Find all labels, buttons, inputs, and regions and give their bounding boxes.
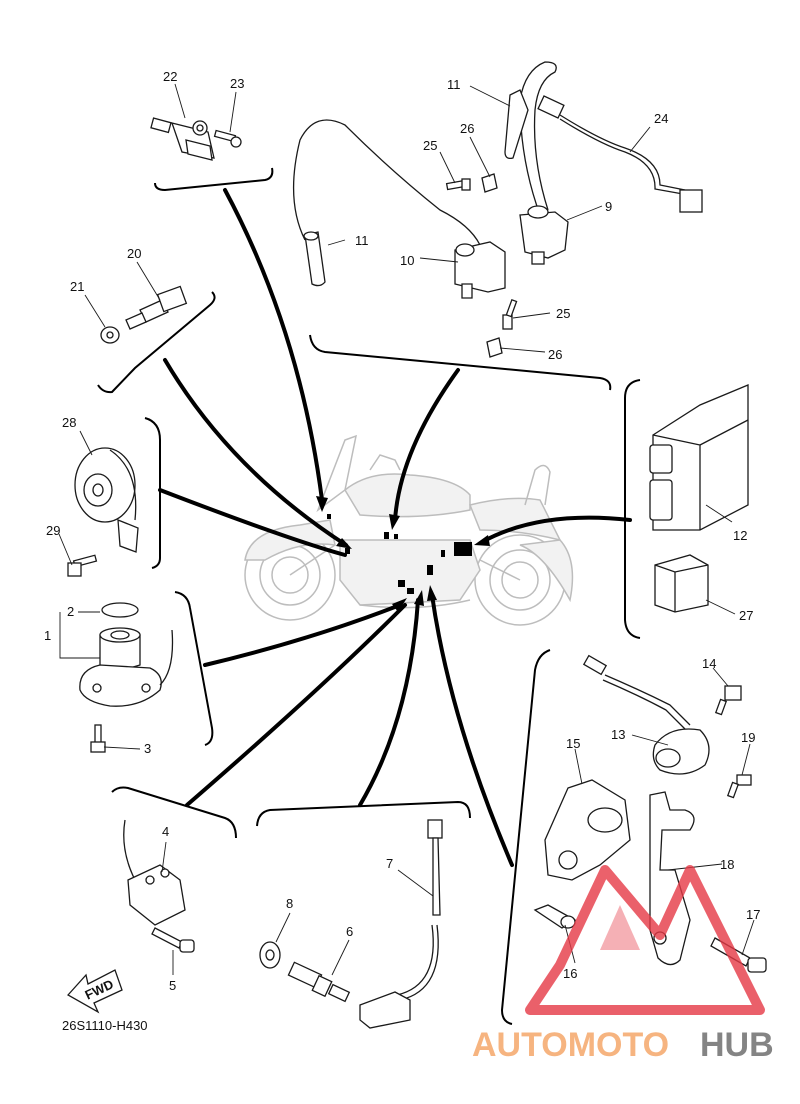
automotohub-watermark-logo: AUTOMOTO HUB — [472, 865, 774, 1064]
part-21-washer — [100, 326, 120, 344]
callout-19: 19 — [741, 730, 755, 745]
callout-16: 16 — [563, 966, 577, 981]
callout-13: 13 — [611, 727, 625, 742]
callout-26-upper: 26 — [460, 121, 474, 136]
callout-10: 10 — [400, 253, 414, 268]
callout-6: 6 — [346, 924, 353, 939]
part-27-relay — [654, 554, 709, 613]
callout-11-left: 11 — [355, 233, 369, 248]
callout-25-upper: 25 — [423, 138, 437, 153]
callout-29: 29 — [46, 523, 60, 538]
part-25-bolt-lower — [502, 298, 518, 330]
callout-2: 2 — [67, 604, 74, 619]
watermark-word-hub: HUB — [700, 1026, 774, 1064]
callout-7: 7 — [386, 856, 393, 871]
part-12-ecu — [649, 384, 749, 531]
callout-20: 20 — [127, 246, 141, 261]
callout-21: 21 — [70, 279, 84, 294]
part-8-washer — [259, 941, 281, 969]
part-15-bracket — [544, 779, 631, 881]
part-23-bolt — [213, 129, 242, 148]
callout-1: 1 — [44, 628, 51, 643]
part-26-nut-upper — [481, 173, 498, 193]
part-24-wire-harness — [537, 95, 703, 213]
callout-28: 28 — [62, 415, 76, 430]
callout-23: 23 — [230, 76, 244, 91]
part-5-bolt — [151, 927, 195, 953]
callout-5: 5 — [169, 978, 176, 993]
part-28-horn — [74, 447, 139, 553]
part-20-sensor — [125, 285, 188, 330]
callout-numbers: 22 23 20 21 28 29 2 1 3 4 5 8 6 7 11 25 … — [44, 69, 760, 993]
part-13-sensor — [582, 654, 710, 775]
callout-14: 14 — [702, 656, 716, 671]
callout-22: 22 — [163, 69, 177, 84]
callout-27: 27 — [739, 608, 753, 623]
callout-3: 3 — [144, 741, 151, 756]
part-2-o-ring — [101, 602, 139, 618]
part-11-plug-cap-left — [292, 119, 481, 287]
part-10-ignition-coil — [454, 241, 506, 299]
callout-leaders — [58, 83, 755, 976]
part-16-collar — [533, 904, 577, 929]
part-3-bolt — [90, 724, 106, 753]
callout-25-lower: 25 — [556, 306, 570, 321]
part-14-bolt — [714, 685, 742, 716]
callout-26-lower: 26 — [548, 347, 562, 362]
part-4-relay-bracket — [123, 819, 186, 926]
part-26-nut-lower — [486, 337, 503, 358]
part-7-sensor-lead — [359, 819, 443, 1029]
callout-9: 9 — [605, 199, 612, 214]
part-25-bolt-upper — [445, 178, 471, 191]
assembly-leader-lines — [158, 188, 632, 867]
group-brackets — [97, 167, 641, 1025]
part-6-sensor — [287, 961, 351, 1003]
part-11-plug-cap-right — [504, 61, 557, 216]
callout-15: 15 — [566, 736, 580, 751]
watermark-triangle — [525, 865, 765, 1015]
watermark-word-automoto: AUTOMOTO — [472, 1026, 669, 1064]
callout-8: 8 — [286, 896, 293, 911]
callout-12: 12 — [733, 528, 747, 543]
part-1-sensor — [79, 627, 174, 707]
fwd-arrow-icon: FWD — [66, 969, 123, 1014]
diagram-code: 26S1110-H430 — [62, 1018, 148, 1033]
callout-11-right: 11 — [447, 77, 461, 92]
part-22-sensor — [150, 117, 215, 161]
callout-4: 4 — [162, 824, 169, 839]
callout-18: 18 — [720, 857, 734, 872]
part-19-bolt — [726, 774, 752, 799]
part-29-bolt — [67, 554, 98, 577]
callout-24: 24 — [654, 111, 668, 126]
callout-17: 17 — [746, 907, 760, 922]
part-9-ignition-coil — [519, 205, 569, 265]
